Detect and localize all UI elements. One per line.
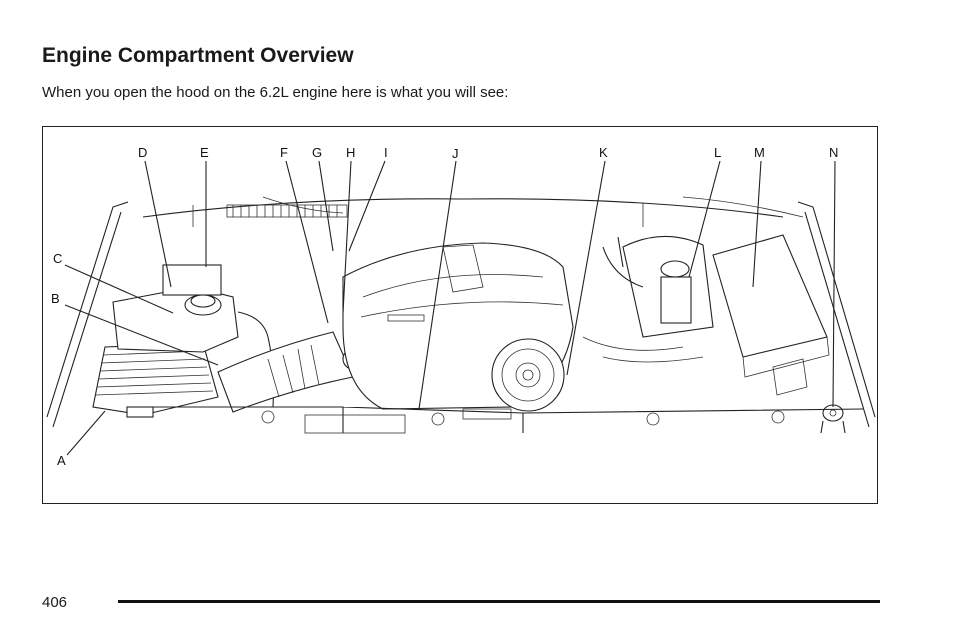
body-outline	[46, 196, 876, 428]
callout-e: E	[200, 145, 209, 160]
page-number: 406	[42, 594, 68, 611]
grille-slots	[226, 204, 348, 218]
callout-b: B	[51, 291, 60, 306]
callout-h: H	[346, 145, 355, 160]
callout-d: D	[138, 145, 147, 160]
engine-compartment-illustration: A B C D E F G H I J K L M N	[42, 126, 878, 504]
alternator	[491, 338, 565, 412]
callout-f: F	[280, 145, 288, 160]
callout-j: J	[452, 146, 459, 161]
intro-text: When you open the hood on the 6.2L engin…	[42, 84, 509, 101]
footer-rule	[118, 600, 880, 603]
intake-duct	[217, 331, 364, 413]
engine-drawing: A B C D E F G H I J K L M N	[46, 145, 876, 468]
section-heading: Engine Compartment Overview	[42, 44, 354, 67]
callout-k: K	[599, 145, 608, 160]
callout-m: M	[754, 145, 765, 160]
callout-labels: A B C D E F G H I J K L M N	[51, 145, 838, 468]
radiator-support	[143, 406, 864, 434]
callout-leaders	[64, 160, 836, 456]
underhood-fuse-block	[712, 234, 830, 396]
brake-master-cylinder	[582, 235, 714, 363]
callout-n: N	[829, 145, 838, 160]
callout-c: C	[53, 251, 62, 266]
callout-a: A	[57, 453, 66, 468]
callout-g: G	[312, 145, 322, 160]
callout-i: I	[384, 145, 388, 160]
callout-l: L	[714, 145, 721, 160]
air-filter-box	[92, 342, 219, 418]
